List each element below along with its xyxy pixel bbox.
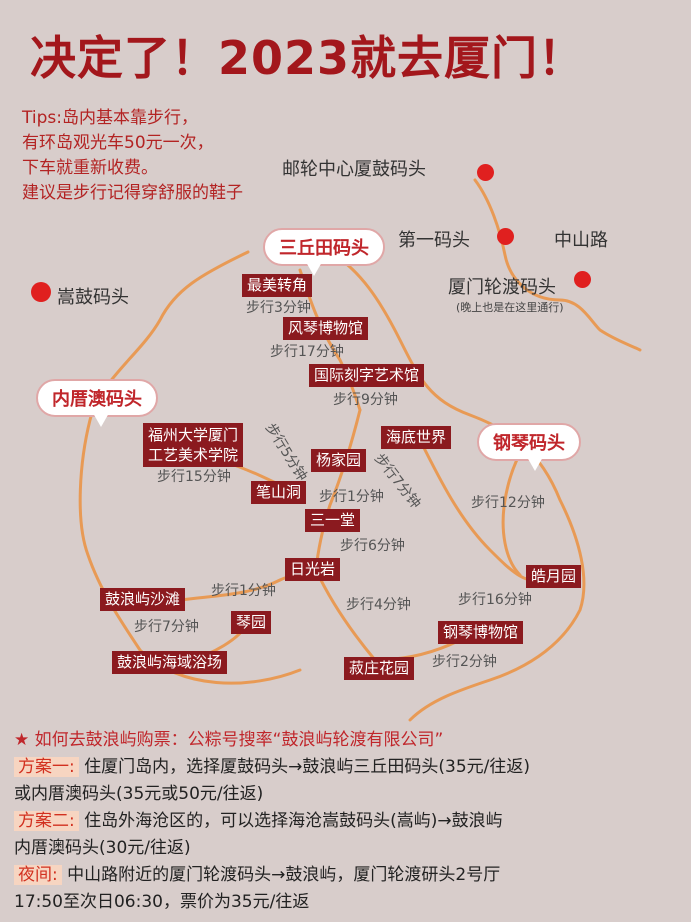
bubble-sanqiutian: 三丘田码头 xyxy=(263,228,385,266)
label-zhongshan: 中山路 xyxy=(554,230,608,251)
night-line-2: 17:50至次日06:30，票价为35元/往返 xyxy=(14,892,310,912)
label-lundu-note: (晚上也是在这里通行) xyxy=(456,301,564,314)
location-dot-songgu xyxy=(31,282,51,302)
walk-7b: 步行7分钟 xyxy=(134,619,199,635)
walk-16: 步行16分钟 xyxy=(458,592,532,608)
bubble-gangqin: 钢琴码头 xyxy=(477,423,581,461)
tips-line-3: 下车就重新收费。 xyxy=(22,158,158,178)
route-lundu xyxy=(473,178,642,352)
plan2-line-2: 内厝澳码头(30元/往返) xyxy=(14,838,191,858)
tips-block: Tips:岛内基本靠步行， 有环岛观光车50元一次， 下车就重新收费。 建议是步… xyxy=(22,106,243,206)
night-label: 夜间: xyxy=(14,865,62,885)
page-title: 决定了！2023就去厦门！ xyxy=(30,31,586,85)
walk-2: 步行2分钟 xyxy=(432,654,497,670)
plan1-label: 方案一: xyxy=(14,757,79,777)
plan1-line-2: 或内厝澳码头(35元或50元/往返) xyxy=(14,784,264,804)
spot-sanyi: 三一堂 xyxy=(305,509,361,532)
walk-17: 步行17分钟 xyxy=(270,344,344,360)
spot-yuchang: 鼓浪屿海域浴场 xyxy=(112,651,228,674)
night-text: 中山路附近的厦门轮渡码头→鼓浪屿，厦门轮渡研头2号厅 xyxy=(61,865,501,885)
spot-shatan: 鼓浪屿沙滩 xyxy=(100,588,186,611)
walk-1a: 步行1分钟 xyxy=(319,489,384,505)
spot-fuda-line-1: 福州大学厦门 xyxy=(148,426,239,444)
star-icon: ★ xyxy=(14,730,30,750)
spot-haidi: 海底世界 xyxy=(381,426,452,449)
walk-3: 步行3分钟 xyxy=(246,300,311,316)
bubble-tail-gangqin xyxy=(527,457,543,471)
spot-qinyuan: 琴园 xyxy=(231,611,272,634)
night-line: 夜间: 中山路附近的厦门轮渡码头→鼓浪屿，厦门轮渡研头2号厅 xyxy=(14,862,684,889)
label-diyi: 第一码头 xyxy=(398,230,470,251)
label-lundu: 厦门轮渡码头 xyxy=(448,277,556,298)
info-heading: ★ 如何去鼓浪屿购票：公粽号搜率“鼓浪屿轮渡有限公司” xyxy=(14,727,684,754)
plan1-text: 住厦门岛内，选择厦鼓码头→鼓浪屿三丘田码头(35元/往返) xyxy=(78,757,531,777)
ticket-info: ★ 如何去鼓浪屿购票：公粽号搜率“鼓浪屿轮渡有限公司” 方案一: 住厦门岛内，选… xyxy=(14,727,684,916)
walk-6: 步行6分钟 xyxy=(340,538,405,554)
walk-9: 步行9分钟 xyxy=(333,392,398,408)
spot-fuda: 福州大学厦门 工艺美术学院 xyxy=(143,423,244,467)
spot-fengqin: 风琴博物馆 xyxy=(283,317,369,340)
plan2-label: 方案二: xyxy=(14,811,79,831)
spot-zuimei: 最美转角 xyxy=(242,274,313,297)
location-dot-youlun xyxy=(477,164,494,181)
spot-riguang: 日光岩 xyxy=(285,558,341,581)
plan1-line: 方案一: 住厦门岛内，选择厦鼓码头→鼓浪屿三丘田码头(35元/往返) xyxy=(14,754,684,781)
route-middle xyxy=(314,408,362,572)
walk-1b: 步行1分钟 xyxy=(211,583,276,599)
location-dot-diyi xyxy=(497,228,514,245)
route-outer-right xyxy=(328,250,586,722)
tips-line-1: Tips:岛内基本靠步行， xyxy=(22,108,198,128)
location-dot-lundu xyxy=(574,271,591,288)
route-riguang-down xyxy=(314,568,377,662)
spot-gangqin-museum: 钢琴博物馆 xyxy=(438,621,524,644)
spot-fuda-line-2: 工艺美术学院 xyxy=(148,446,239,464)
spot-shuzhuang: 菽庄花园 xyxy=(344,657,415,680)
label-youlun: 邮轮中心厦鼓码头 xyxy=(282,159,426,180)
bubble-tail-sanqiutian xyxy=(306,262,322,276)
walk-12: 步行12分钟 xyxy=(471,495,545,511)
bubble-tail-neicuoao xyxy=(93,413,109,427)
spot-haoyue: 皓月园 xyxy=(526,565,582,588)
spot-bishan: 笔山洞 xyxy=(251,481,307,504)
info-heading-text: 如何去鼓浪屿购票：公粽号搜率“鼓浪屿轮渡有限公司” xyxy=(34,730,444,750)
label-songgu: 嵩鼓码头 xyxy=(57,287,129,308)
plan2-line: 方案二: 住岛外海沧区的，可以选择海沧嵩鼓码头(嵩屿)→鼓浪屿 xyxy=(14,808,684,835)
spot-kezi: 国际刻字艺术馆 xyxy=(309,364,425,387)
tips-line-4: 建议是步行记得穿舒服的鞋子 xyxy=(22,183,243,203)
walk-15: 步行15分钟 xyxy=(157,469,231,485)
plan2-text: 住岛外海沧区的，可以选择海沧嵩鼓码头(嵩屿)→鼓浪屿 xyxy=(78,811,503,831)
bubble-neicuoao: 内厝澳码头 xyxy=(36,379,158,417)
tips-line-2: 有环岛观光车50元一次， xyxy=(22,133,214,153)
spot-yangjia: 杨家园 xyxy=(311,449,367,472)
walk-4: 步行4分钟 xyxy=(346,597,411,613)
